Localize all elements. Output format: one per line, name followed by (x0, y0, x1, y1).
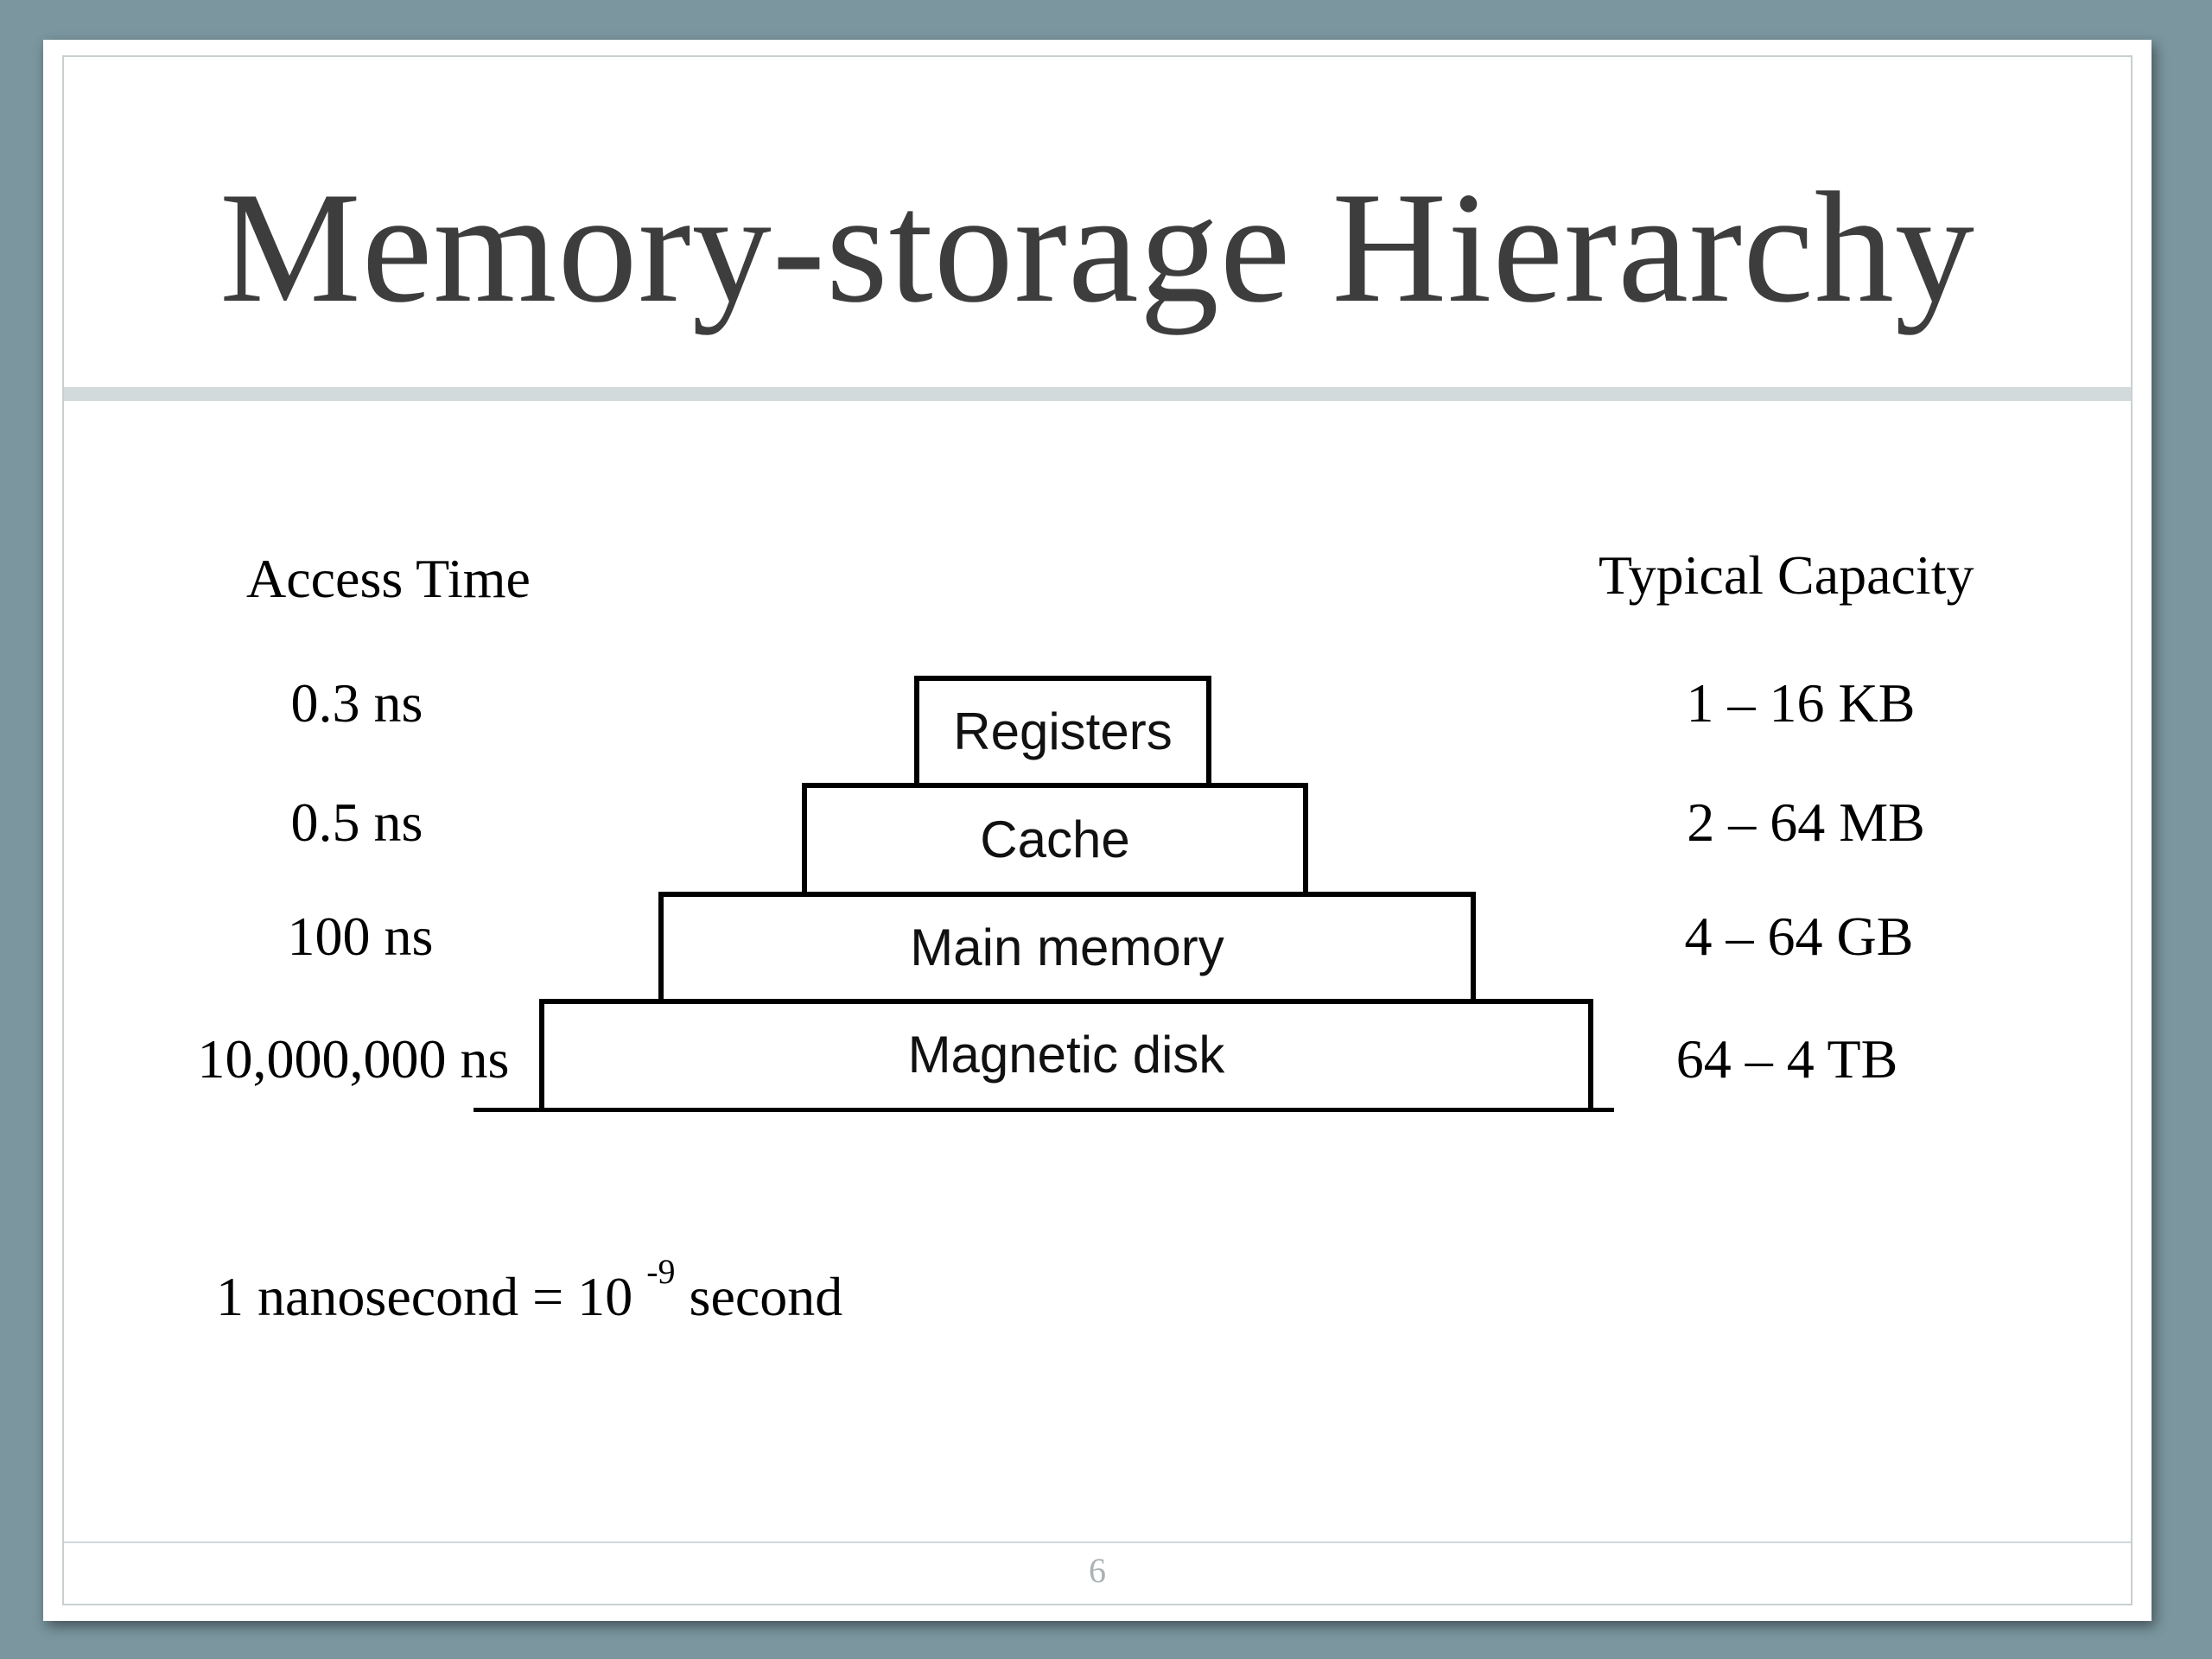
access-time-main-memory: 100 ns (287, 906, 434, 967)
capacity-magnetic-disk: 64 – 4 TB (1675, 1028, 1898, 1090)
tier-label-cache: Cache (980, 810, 1130, 868)
slide-frame (62, 55, 2133, 1605)
access-time-registers: 0.3 ns (290, 672, 423, 734)
tier-label-main-memory: Main memory (910, 918, 1224, 976)
footer-divider (64, 1541, 2131, 1543)
tier-main-memory: Main memory (658, 892, 1476, 1002)
capacity-main-memory: 4 – 64 GB (1684, 906, 1914, 967)
capacity-cache: 2 – 64 MB (1687, 791, 1925, 853)
footnote-prefix: 1 nanosecond = 10 (216, 1266, 633, 1327)
access-time-magnetic-disk: 10,000,000 ns (197, 1028, 510, 1090)
page-number: 6 (1089, 1551, 1106, 1590)
tier-cache: Cache (802, 783, 1308, 895)
capacity-registers: 1 – 16 KB (1686, 672, 1916, 734)
pyramid-baseline (474, 1108, 1614, 1112)
nanosecond-footnote: 1 nanosecond = 10 -9 second (216, 1252, 843, 1329)
footnote-exponent: -9 (646, 1252, 676, 1291)
slide-title: Memory-storage Hierarchy (219, 159, 1975, 335)
slide: Memory-storage Hierarchy Access Time Typ… (43, 40, 2152, 1621)
access-time-header: Access Time (246, 548, 531, 609)
tier-registers: Registers (914, 676, 1211, 786)
tier-label-magnetic-disk: Magnetic disk (907, 1025, 1225, 1084)
tier-label-registers: Registers (953, 702, 1173, 760)
title-divider (64, 387, 2131, 401)
tier-magnetic-disk: Magnetic disk (539, 999, 1593, 1109)
access-time-cache: 0.5 ns (290, 791, 423, 853)
capacity-header: Typical Capacity (1599, 544, 1974, 606)
footnote-suffix: second (689, 1266, 843, 1327)
